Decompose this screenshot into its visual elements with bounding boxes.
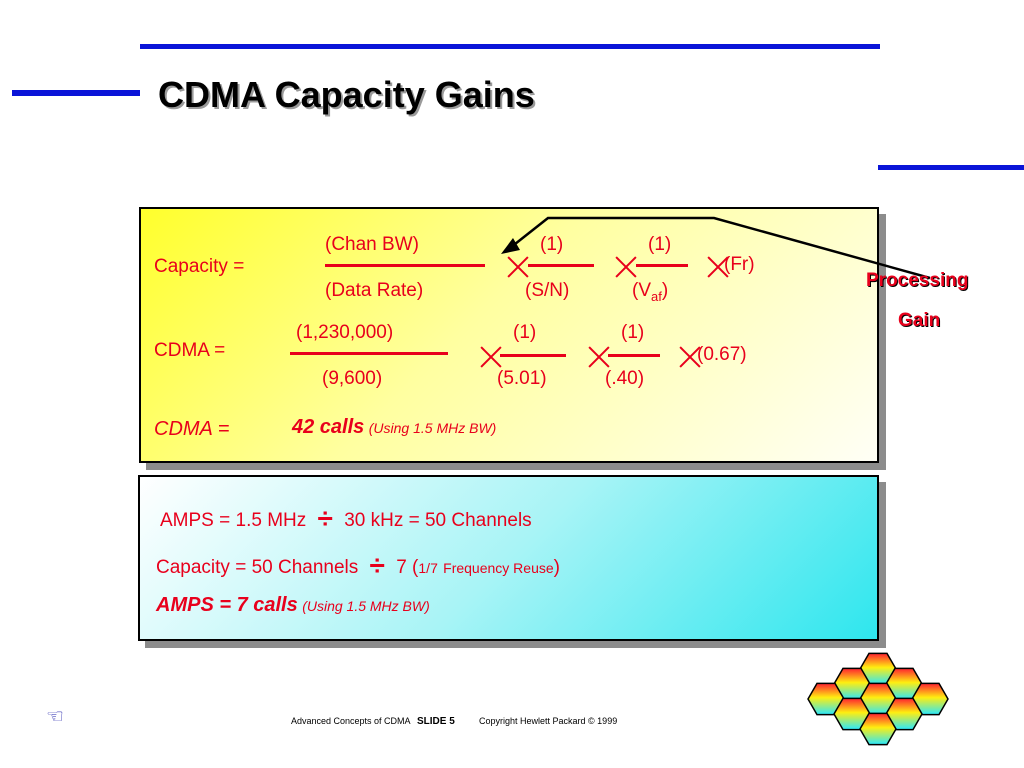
fraction-bar xyxy=(636,264,688,267)
cdma-result-label: CDMA = xyxy=(154,418,230,440)
footer-slide-number: 5 xyxy=(449,716,455,727)
vaf-subscript: af xyxy=(651,288,662,304)
vaf-denominator: (Vaf) xyxy=(632,280,668,304)
vaf-close: ) xyxy=(661,280,669,301)
fr-factor: (Fr) xyxy=(724,254,755,275)
cdma-result: 42 calls (Using 1.5 MHz BW) xyxy=(292,416,496,439)
one-40-numerator: (1) xyxy=(621,322,645,343)
cdma-result-value: 42 calls xyxy=(292,416,365,438)
hand-pointer-icon: ☜ xyxy=(46,706,64,728)
den-9600: (9,600) xyxy=(322,368,383,389)
fraction-bar xyxy=(290,352,448,355)
den-501: (5.01) xyxy=(497,368,547,389)
amps-result-note: (Using 1.5 MHz BW) xyxy=(302,598,430,614)
one-vaf-numerator: (1) xyxy=(648,234,672,255)
amps-line2-b: 7 ( xyxy=(396,557,419,578)
amps-line2-d: Frequency Reuse xyxy=(443,560,554,576)
data-rate: (Data Rate) xyxy=(325,280,424,301)
divide-icon: ÷ xyxy=(369,550,385,581)
processing-gain-line1: Processing xyxy=(866,270,969,291)
amps-line2-e: ) xyxy=(553,557,560,578)
fraction-bar xyxy=(608,354,660,357)
page-title: CDMA Capacity Gains xyxy=(158,74,535,115)
top-rule xyxy=(140,44,880,49)
sn-denominator: (S/N) xyxy=(525,280,570,301)
chan-bw: (Chan BW) xyxy=(325,234,419,255)
hexagon-cells-icon xyxy=(807,652,949,746)
hexagon-cell xyxy=(859,712,897,746)
right-rule xyxy=(878,165,1024,170)
den-40: (.40) xyxy=(605,368,645,389)
amps-formula-box xyxy=(138,475,879,641)
one-501-numerator: (1) xyxy=(513,322,537,343)
amps-line1-b: 30 kHz = 50 Channels xyxy=(344,510,532,531)
fraction-bar xyxy=(528,264,594,267)
capacity-label: Capacity = xyxy=(154,256,245,277)
amps-line1-a: AMPS = 1.5 MHz xyxy=(160,510,307,531)
processing-gain-line2: Gain xyxy=(898,310,941,331)
left-title-rule xyxy=(12,90,140,96)
cdma-label: CDMA = xyxy=(154,340,226,361)
amps-line2-a: Capacity = 50 Channels xyxy=(156,557,359,578)
amps-result: AMPS = 7 calls (Using 1.5 MHz BW) xyxy=(156,594,430,617)
footer-slide: SLIDE 5 xyxy=(417,716,455,727)
one-sn-numerator: (1) xyxy=(540,234,564,255)
amps-line2-c: 1/7 xyxy=(418,560,438,576)
fraction-bar xyxy=(325,264,485,267)
amps-line2: Capacity = 50 Channels ÷ 7 (1/7 Frequenc… xyxy=(156,550,560,582)
vaf-open: (V xyxy=(632,280,651,301)
amps-result-value: AMPS = 7 calls xyxy=(156,594,298,616)
footer-copyright: Copyright Hewlett Packard © 1999 xyxy=(479,716,618,726)
fraction-bar xyxy=(500,354,566,357)
cdma-result-note: (Using 1.5 MHz BW) xyxy=(368,420,497,436)
footer-slide-label: SLIDE xyxy=(417,716,447,727)
divide-icon: ÷ xyxy=(317,503,333,534)
footer-course: Advanced Concepts of CDMA xyxy=(291,716,411,726)
amps-line1: AMPS = 1.5 MHz ÷ 30 kHz = 50 Channels xyxy=(160,503,532,535)
num-1230000: (1,230,000) xyxy=(296,322,394,343)
factor-067: (0.67) xyxy=(697,344,747,365)
